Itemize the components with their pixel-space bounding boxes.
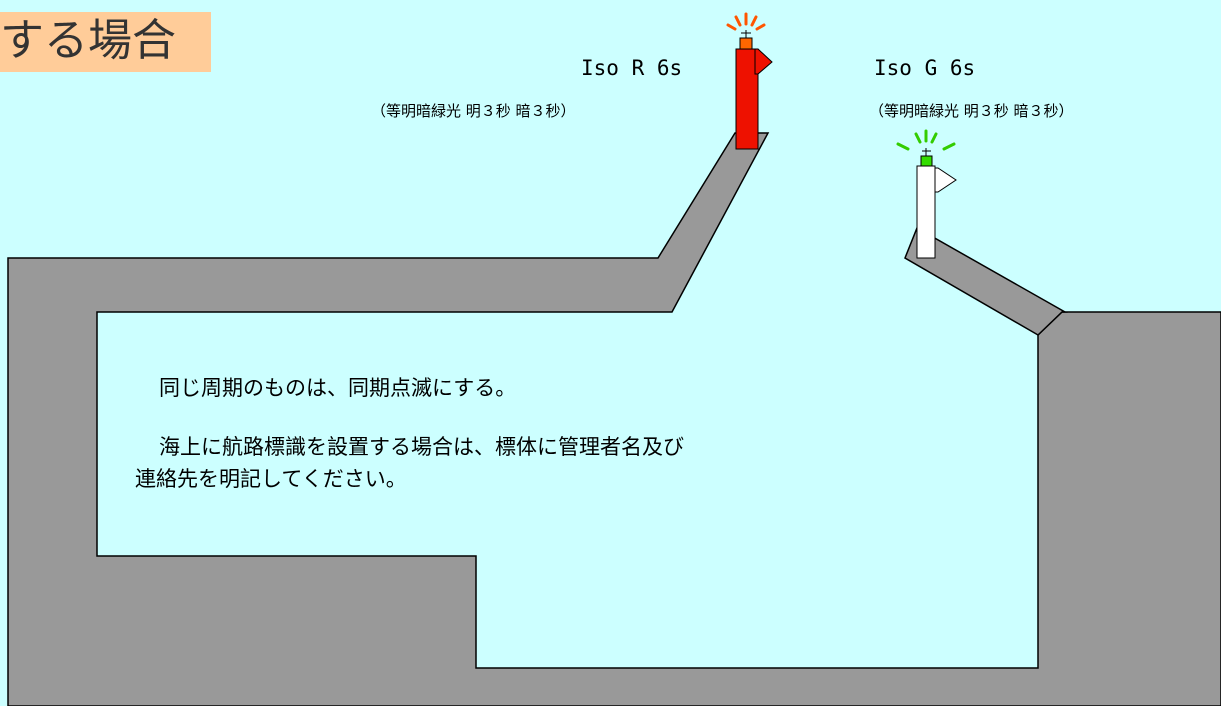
- page-title: する場合: [0, 12, 211, 72]
- green-beacon: [896, 129, 957, 259]
- red-light-rays-icon: [726, 12, 766, 31]
- red-beacon: [726, 12, 773, 150]
- green-beacon-description: （等明暗緑光 明３秒 暗３秒）: [869, 102, 1074, 120]
- green-beacon-label: Iso G 6s: [874, 56, 976, 80]
- note-line-1: 同じ周期のものは、同期点滅にする。: [159, 376, 517, 400]
- right-breakwater-arm: [904, 226, 1068, 336]
- note-line-3: 連絡先を明記してください。: [135, 467, 407, 491]
- red-beacon-flag: [754, 48, 773, 75]
- green-beacon-tower: [916, 165, 936, 259]
- red-beacon-lamp: [739, 37, 753, 50]
- red-beacon-label: Iso R 6s: [581, 56, 683, 80]
- green-beacon-flag: [934, 167, 957, 193]
- red-beacon-description: （等明暗緑光 明３秒 暗３秒）: [371, 102, 576, 120]
- note-line-2: 海上に航路標識を設置する場合は、標体に管理者名及び: [159, 435, 684, 459]
- green-beacon-lamp: [920, 155, 933, 167]
- green-light-rays-icon: [896, 129, 956, 151]
